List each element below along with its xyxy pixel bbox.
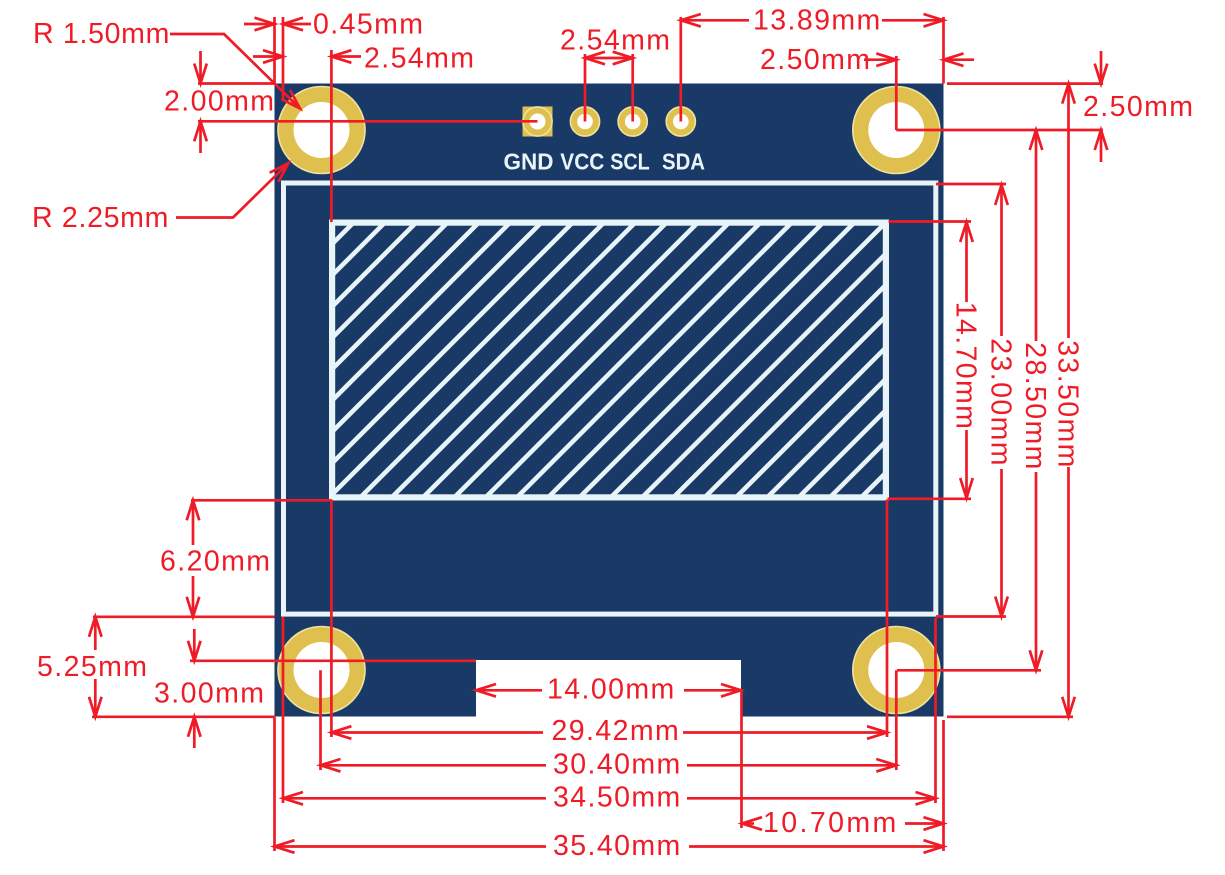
svg-text:SCL: SCL <box>610 149 650 175</box>
svg-text:35.40mm: 35.40mm <box>553 830 682 862</box>
svg-text:3.00mm: 3.00mm <box>154 678 265 710</box>
svg-text:14.70mm: 14.70mm <box>950 302 982 431</box>
svg-text:6.20mm: 6.20mm <box>160 546 271 578</box>
svg-text:13.89mm: 13.89mm <box>753 5 882 37</box>
svg-text:SDA: SDA <box>662 149 705 175</box>
svg-text:2.50mm: 2.50mm <box>760 44 871 76</box>
svg-text:GND: GND <box>504 149 554 175</box>
svg-text:10.70mm: 10.70mm <box>763 807 899 839</box>
svg-text:VCC: VCC <box>560 149 604 175</box>
svg-text:28.50mm: 28.50mm <box>1019 342 1051 471</box>
svg-text:2.54mm: 2.54mm <box>560 24 671 56</box>
svg-text:2.00mm: 2.00mm <box>164 86 275 118</box>
svg-text:23.00mm: 23.00mm <box>985 338 1017 467</box>
svg-text:2.50mm: 2.50mm <box>1083 91 1194 123</box>
svg-text:29.42mm: 29.42mm <box>552 715 681 747</box>
svg-text:30.40mm: 30.40mm <box>553 748 682 780</box>
svg-text:0.45mm: 0.45mm <box>313 9 424 41</box>
svg-text:5.25mm: 5.25mm <box>37 651 148 683</box>
svg-text:34.50mm: 34.50mm <box>553 781 682 813</box>
svg-text:R 1.50mm: R 1.50mm <box>33 18 170 50</box>
svg-text:14.00mm: 14.00mm <box>547 674 676 706</box>
svg-text:2.54mm: 2.54mm <box>364 43 475 75</box>
svg-text:R 2.25mm: R 2.25mm <box>32 202 169 234</box>
svg-text:33.50mm: 33.50mm <box>1052 340 1084 469</box>
